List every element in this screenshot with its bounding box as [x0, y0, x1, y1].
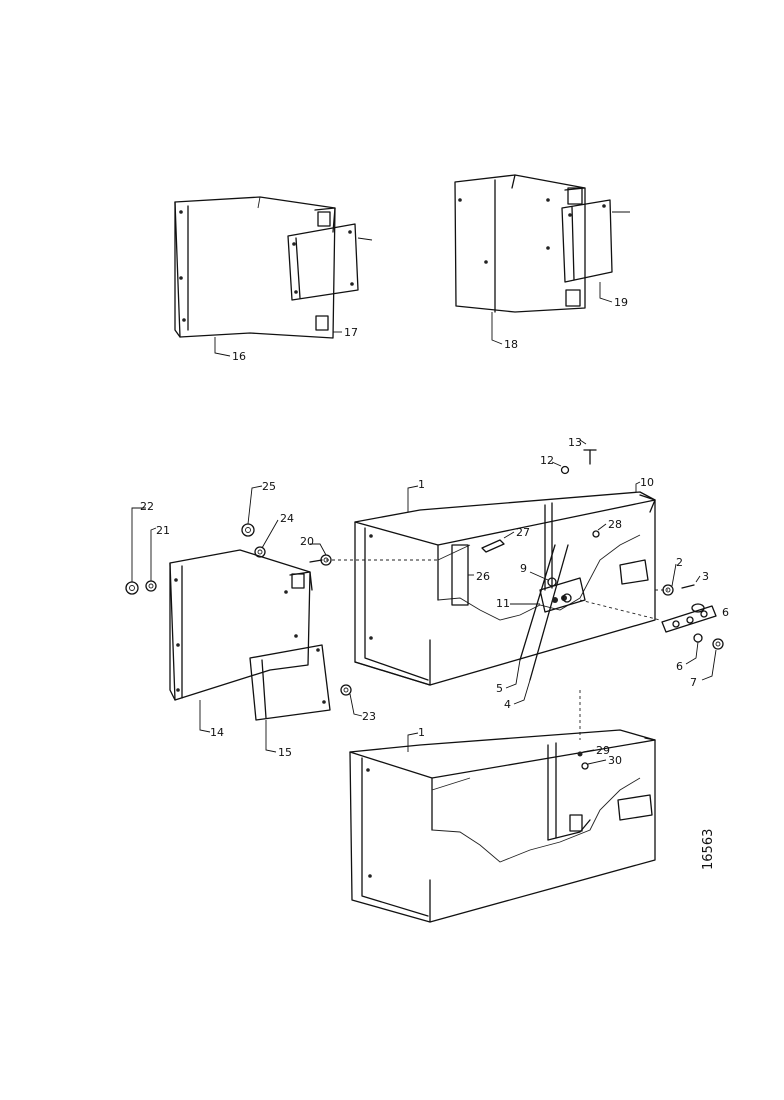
- callout-18: 18: [504, 338, 518, 351]
- callout-10: 10: [640, 476, 654, 489]
- callout-23: 23: [362, 710, 376, 723]
- drawing-code: 16563: [701, 829, 716, 870]
- callout-11: 11: [496, 597, 510, 610]
- callout-6-lower: 6: [676, 660, 683, 673]
- callout-29: 29: [596, 744, 610, 757]
- assembly-18-19: 19 18: [454, 174, 630, 351]
- callout-20: 20: [300, 535, 314, 548]
- main-box-upper: 27 26 28 1 9 11 5 4: [354, 478, 656, 711]
- callout-22: 22: [140, 500, 154, 513]
- callout-9: 9: [520, 562, 527, 575]
- callout-21: 21: [156, 524, 170, 537]
- assembly-16-17: 16 17: [174, 196, 373, 363]
- callout-16: 16: [232, 350, 246, 363]
- callout-25: 25: [262, 480, 276, 493]
- callout-6-upper: 6: [722, 606, 729, 619]
- callout-3: 3: [702, 570, 709, 583]
- callout-30: 30: [608, 754, 622, 767]
- callout-19: 19: [614, 296, 628, 309]
- callout-24: 24: [280, 512, 294, 525]
- callout-12: 12: [540, 454, 554, 467]
- fasteners-right: 13 12 10 2 3 6 6 7: [540, 436, 729, 740]
- callout-2: 2: [676, 556, 683, 569]
- callout-28: 28: [608, 518, 622, 531]
- callout-4: 4: [504, 698, 511, 711]
- callout-1-upper: 1: [418, 478, 425, 491]
- callout-17: 17: [344, 326, 358, 339]
- callout-27: 27: [516, 526, 530, 539]
- callout-15: 15: [278, 746, 292, 759]
- callout-1-lower: 1: [418, 726, 425, 739]
- callout-5: 5: [496, 682, 503, 695]
- callout-14: 14: [210, 726, 224, 739]
- main-box-lower: 29 30 1: [349, 726, 656, 923]
- callout-26: 26: [476, 570, 490, 583]
- callout-7: 7: [690, 676, 697, 689]
- callout-13: 13: [568, 436, 582, 449]
- assembly-14-15: 14 15: [169, 549, 331, 759]
- fasteners-left: 22 21 25 24 20 23: [125, 480, 440, 723]
